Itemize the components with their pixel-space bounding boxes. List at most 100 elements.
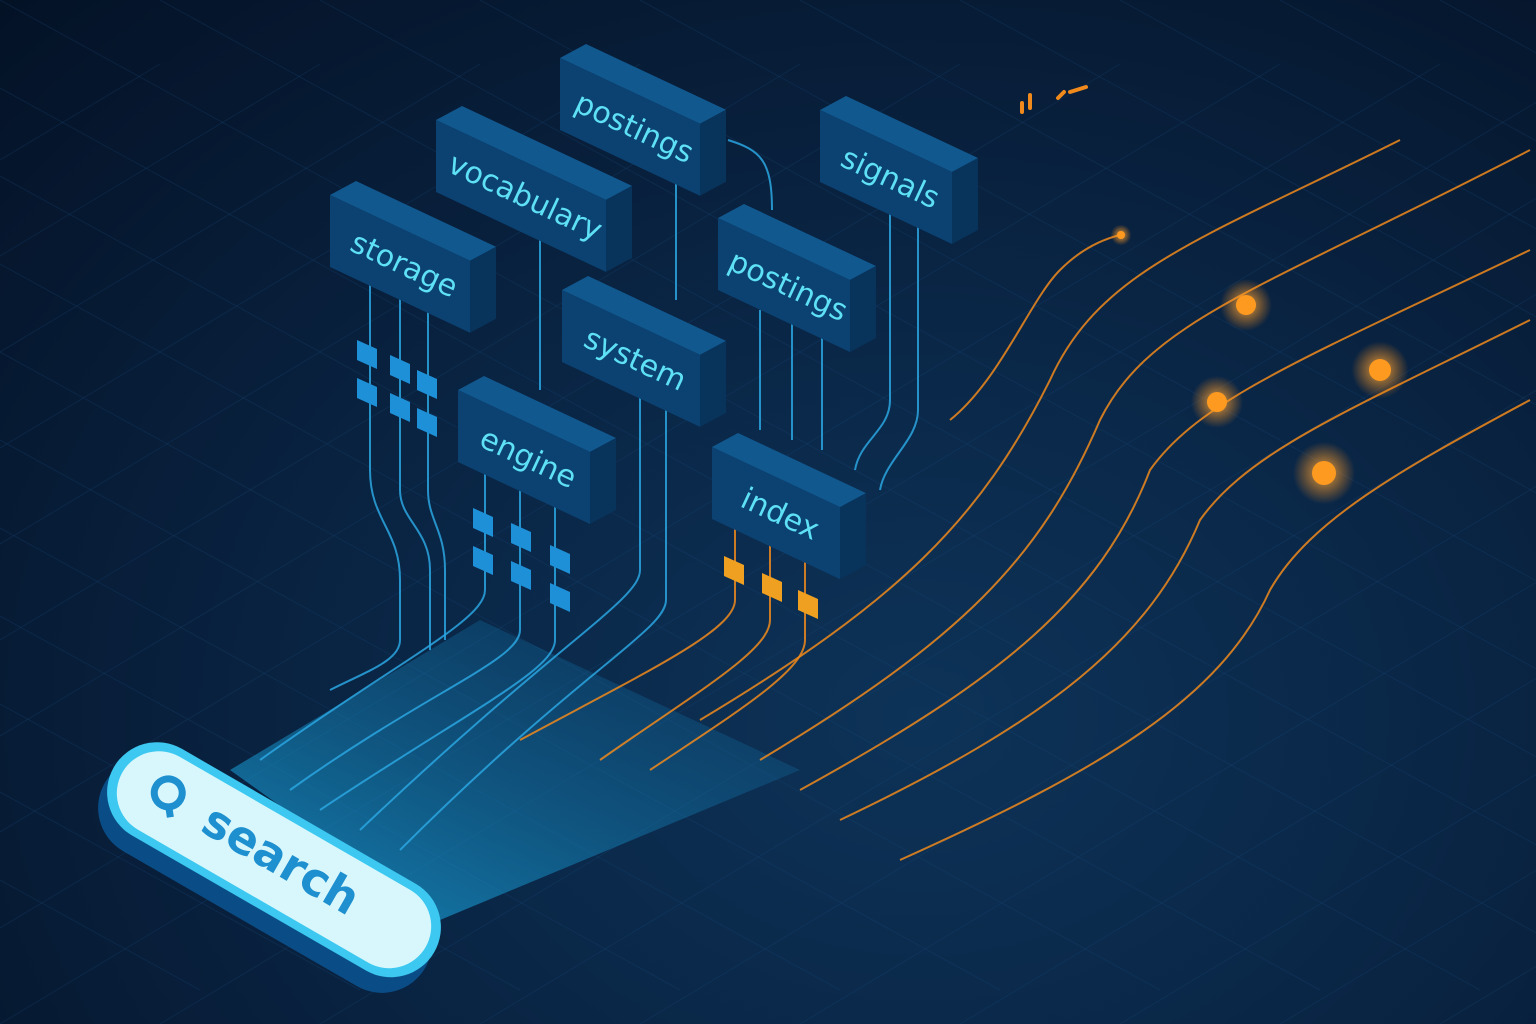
grid-line xyxy=(959,677,1536,1024)
data-chip xyxy=(473,508,493,537)
block-side xyxy=(840,493,866,580)
block-side xyxy=(700,109,726,196)
block-top xyxy=(562,276,726,355)
grid-line xyxy=(0,351,1161,991)
data-chip xyxy=(390,355,410,384)
orange-fragment xyxy=(1068,85,1088,94)
connector-line xyxy=(359,390,641,831)
chips xyxy=(357,340,818,619)
grid-line xyxy=(0,439,1001,991)
grid-line xyxy=(479,389,1536,1024)
signal-dot xyxy=(1207,392,1227,412)
connector-line xyxy=(319,490,556,811)
block-postings-mid[interactable]: postings xyxy=(718,204,876,353)
signal-line xyxy=(759,149,1531,761)
data-chip xyxy=(357,340,377,369)
grid-line xyxy=(0,63,1121,737)
block-front xyxy=(436,120,606,272)
signal-line xyxy=(949,234,1121,421)
signal-dot xyxy=(1236,295,1256,315)
orange-fragment xyxy=(1056,90,1066,100)
block-side xyxy=(850,266,876,353)
data-chip xyxy=(724,556,744,585)
data-chip xyxy=(357,378,377,407)
data-chip xyxy=(417,408,437,437)
grid-line xyxy=(0,63,1281,833)
connector-line xyxy=(427,305,446,640)
data-chip xyxy=(550,583,570,612)
block-top xyxy=(458,376,616,453)
block-engine[interactable]: engine xyxy=(458,376,616,525)
connector-line xyxy=(329,285,401,691)
grid-line xyxy=(959,0,1536,318)
connector-line xyxy=(519,520,736,741)
orange-signal-lines xyxy=(699,85,1531,861)
block-system[interactable]: system xyxy=(562,276,726,427)
signal-dot xyxy=(1369,359,1391,381)
block-top xyxy=(436,106,632,200)
block-front xyxy=(562,290,700,427)
signal-dot xyxy=(1117,231,1125,239)
search-icon xyxy=(150,775,186,818)
block-storage[interactable]: storage xyxy=(330,181,496,333)
connector-line xyxy=(399,400,667,851)
data-chip xyxy=(762,573,782,602)
signal-line xyxy=(799,249,1531,791)
connector-line xyxy=(599,535,771,761)
grid-line xyxy=(0,791,361,991)
signal-dot xyxy=(1312,461,1336,485)
grid-line xyxy=(1439,965,1536,1024)
signal-line xyxy=(839,319,1531,821)
grid-line xyxy=(0,63,961,641)
grid-line xyxy=(1119,773,1536,1024)
signal-line xyxy=(699,139,1401,721)
block-front xyxy=(560,58,700,196)
block-front xyxy=(458,390,590,525)
block-top xyxy=(712,433,866,508)
grid-line xyxy=(799,581,1536,1024)
data-chip xyxy=(390,393,410,422)
block-signals[interactable]: signals xyxy=(820,96,978,245)
data-chip xyxy=(550,545,570,574)
block-front xyxy=(712,447,840,580)
block-side xyxy=(700,340,726,427)
data-chip xyxy=(417,370,437,399)
data-chip xyxy=(798,590,818,619)
block-side xyxy=(590,438,616,525)
signal-line xyxy=(899,399,1531,861)
light-beam xyxy=(230,620,800,920)
grid-line xyxy=(799,0,1536,406)
block-side xyxy=(952,158,978,245)
grid-line xyxy=(0,63,481,353)
block-front xyxy=(820,110,952,245)
block-front xyxy=(718,218,850,353)
connector-line xyxy=(727,139,773,211)
block-index[interactable]: index xyxy=(712,433,866,580)
block-side xyxy=(606,185,632,272)
grid-line xyxy=(0,63,321,257)
data-chip xyxy=(511,523,531,552)
connector-line xyxy=(259,470,486,761)
block-front xyxy=(330,195,470,333)
block-top xyxy=(330,181,496,261)
connector-line xyxy=(649,545,806,771)
connector-line xyxy=(879,220,919,491)
grid-line xyxy=(1119,0,1536,230)
grid-line xyxy=(639,485,1536,1024)
block-top xyxy=(820,96,978,173)
connector-line xyxy=(289,480,521,791)
grid-line xyxy=(479,0,1536,582)
connector-line xyxy=(399,295,431,650)
block-top xyxy=(718,204,876,281)
connector-line xyxy=(854,210,891,471)
grid-line xyxy=(319,293,1536,1024)
block-side xyxy=(470,246,496,333)
blue-connector-lines xyxy=(259,139,919,851)
grid-line xyxy=(0,0,1536,846)
block-top xyxy=(560,44,726,124)
grid-line xyxy=(0,263,1321,991)
data-chip xyxy=(473,546,493,575)
